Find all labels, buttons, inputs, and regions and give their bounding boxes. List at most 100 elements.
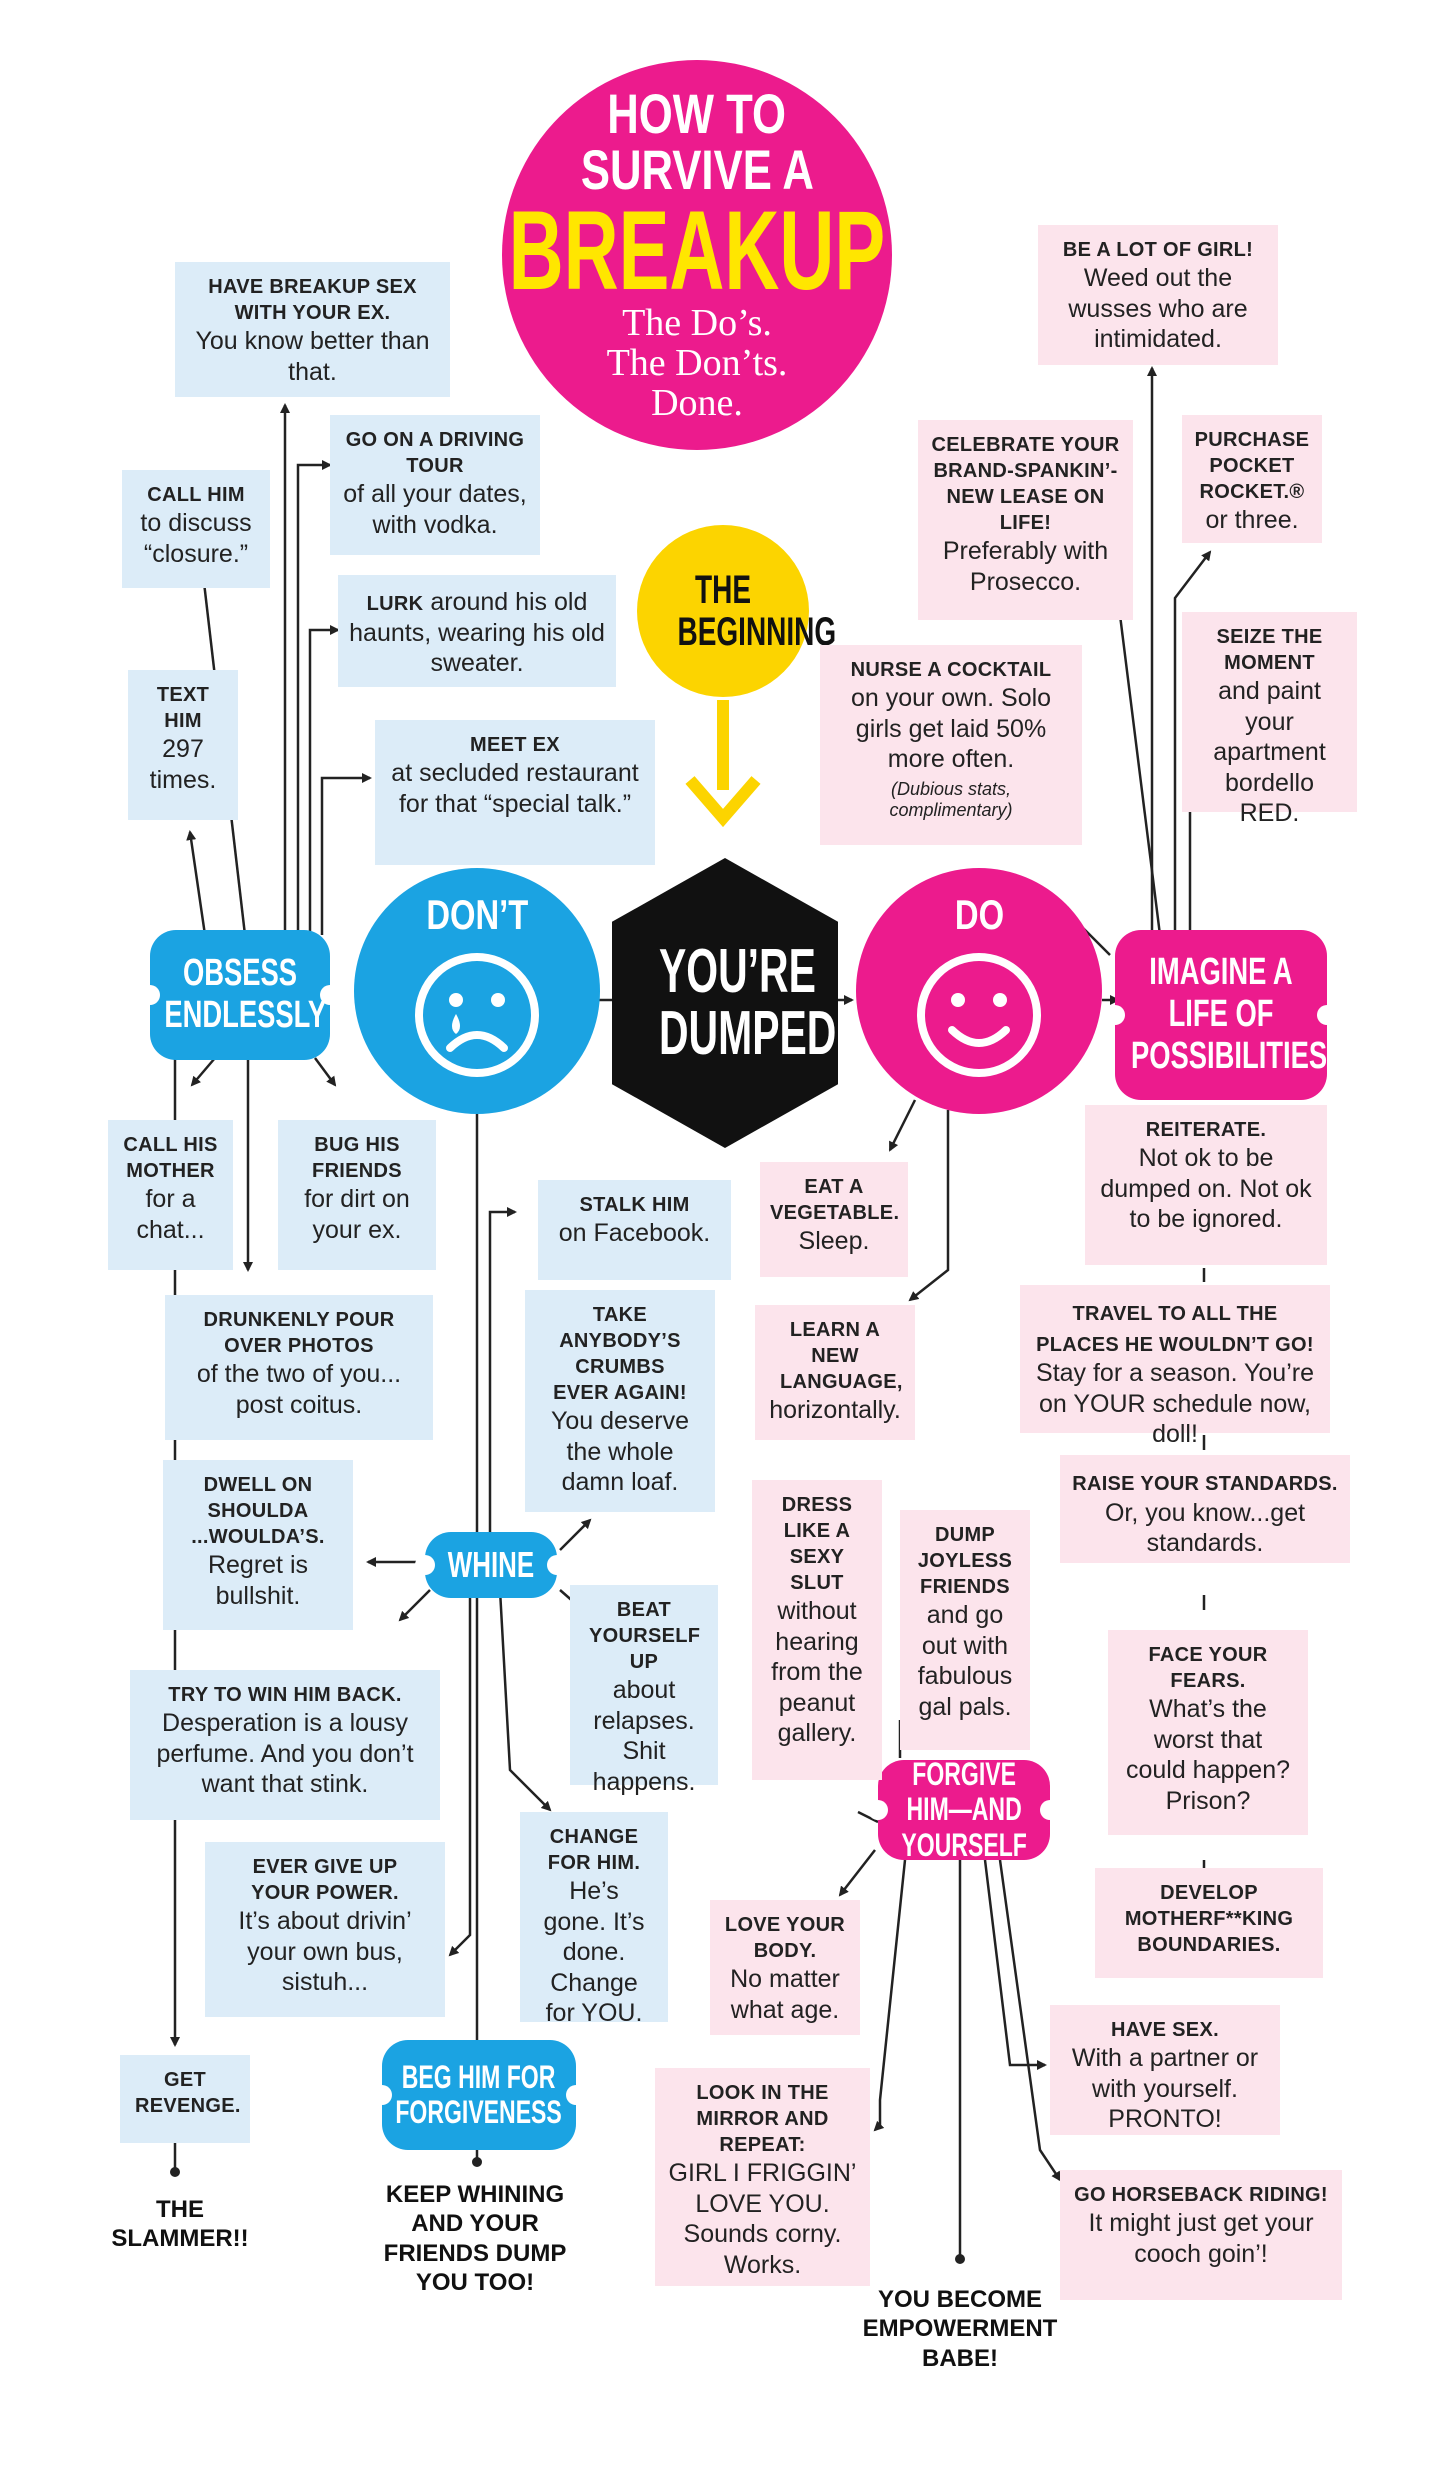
do-vegetable-text: Sleep. (798, 1227, 870, 1255)
do-standards-text: Raise your standards. Or, you know...get… (1070, 1467, 1340, 1559)
dont-win-back-text: Desperation is a lousy perfume. And you … (156, 1709, 414, 1798)
dont-lurk-body: around his old haunts, wearing his old s… (349, 588, 605, 677)
subtitle-dos: The Do’s. (622, 302, 772, 345)
dont-call-mother-text: for a chat... (136, 1185, 205, 1244)
dont-beat-text: about relapses. Shit happens. (592, 1676, 696, 1796)
dont-driving-tour-head: Go on a driving tour (345, 429, 525, 477)
dont-get-revenge: Get revenge. (120, 2055, 250, 2143)
beginning-label: The Beginning (677, 568, 837, 654)
dont-driving-tour: Go on a driving tour of all your dates, … (330, 415, 540, 555)
obsess-endlessly-hub: Obsess Endlessly (140, 930, 340, 1060)
do-seize-text: and paint your apartment bordello RED. (1213, 677, 1326, 827)
beg-label: Beg Him for Forgiveness (395, 2058, 563, 2130)
do-love-body-head: Love your body. (724, 1914, 846, 1962)
do-vegetable-head: Eat a vegetable. (770, 1176, 900, 1224)
youre-dumped-label: You’re Dumped (659, 937, 837, 1068)
do-travel-text: Travel to all the places he wouldn’t go!… (1030, 1297, 1320, 1450)
dont-stalk: Stalk him on Facebook. (538, 1180, 731, 1280)
dont-bug-friends: Bug his friends for dirt on your ex. (278, 1120, 436, 1270)
dont-circle: Don’t (354, 868, 600, 1114)
dont-beat-yourself: Beat yourself up about relapses. Shit ha… (570, 1585, 718, 1796)
dont-call-mother: Call his mother for a chat... (108, 1120, 233, 1270)
do-dump-text: and go out with fabulous gal pals. (917, 1601, 1013, 1721)
dont-stalk-head: Stalk him (579, 1194, 690, 1216)
ending-keep-whining: Keep whining and your friends dump you t… (383, 2181, 567, 2296)
do-reiterate: Reiterate. Not ok to be dumped on. Not o… (1085, 1105, 1327, 1265)
dont-text-him-head: Text him (156, 684, 210, 732)
youre-dumped-hexagon: You’re Dumped (612, 858, 838, 1148)
do-language-head: Learn a new language, (780, 1319, 903, 1393)
dont-meet-ex-head: Meet ex (470, 734, 560, 756)
do-celebrate-text: Preferably with Prosecco. (942, 537, 1109, 596)
do-nurse-note: (Dubious stats, complimentary) (889, 778, 1013, 821)
dont-drunkenly-text: of the two of you... post coitus. (196, 1360, 402, 1419)
dont-call-closure-text: to discuss “closure.” (140, 509, 252, 568)
beginning-circle: The Beginning (637, 525, 837, 697)
do-travel-body: Stay for a season. You’re on YOUR schedu… (1036, 1359, 1314, 1448)
dont-drunkenly-head: Drunkenly pour over photos (203, 1309, 395, 1357)
do-circle: Do (856, 868, 1102, 1114)
dont-meet-ex: Meet ex at secluded restaurant for that … (375, 720, 655, 865)
do-horseback-text: It might just get your cooch goin’! (1088, 2209, 1314, 2268)
title-circle: How to Survive a Breakup The Do’s. The D… (502, 60, 892, 450)
do-seize-moment: Seize the moment and paint your apartmen… (1182, 612, 1357, 827)
do-have-sex-head: Have sex. (1111, 2019, 1219, 2041)
do-rocket-head: Purchase Pocket Rocket.® (1194, 429, 1310, 503)
do-dress-like: Dress like a sexy slut without hearing f… (752, 1480, 882, 1780)
do-lot-of-girl-text: Weed out the wusses who are intimidated. (1068, 264, 1248, 353)
do-travel-head: Travel to all the places he wouldn’t go! (1036, 1303, 1314, 1356)
dont-lurk-head: Lurk (366, 593, 424, 615)
dont-power-text: It’s about drivin’ your own bus, sistuh.… (238, 1907, 412, 1996)
do-nurse-text: on your own. Solo girls get laid 50% mor… (850, 684, 1052, 773)
dont-meet-ex-text: at secluded restaurant for that “special… (391, 759, 639, 818)
dont-breakup-sex-text: You know better than that. (195, 327, 430, 386)
do-celebrate: Celebrate your brand-spankin’-new lease … (918, 420, 1133, 620)
do-fears-head: Face your fears. (1148, 1644, 1268, 1692)
dont-give-up-power: Ever give up your power. It’s about driv… (205, 1842, 445, 2017)
title-line2: Survive a (580, 137, 814, 201)
do-nurse-head: Nurse a cocktail (850, 659, 1052, 681)
dont-take-crumbs: Take anybody’s crumbs ever again! You de… (525, 1290, 715, 1512)
do-travel: Travel to all the places he wouldn’t go!… (1020, 1285, 1330, 1448)
dont-text-him-text: 297 times. (149, 735, 217, 794)
do-develop-boundaries: Develop motherf**king boundaries. (1095, 1868, 1323, 1978)
title-line3: Breakup (508, 187, 886, 313)
do-standards-head: Raise your standards. (1072, 1473, 1338, 1495)
dont-crumbs-text: You deserve the whole damn loaf. (550, 1407, 690, 1496)
do-love-body: Love your body. No matter what age. (710, 1900, 860, 2035)
obsess-label: Obsess Endlessly (164, 952, 327, 1036)
dont-win-back: Try to win him back. Desperation is a lo… (130, 1670, 440, 1820)
dont-breakup-sex-head: Have breakup sex with your ex. (208, 276, 417, 324)
do-mirror-head: Look in the mirror and repeat: (696, 2082, 829, 2156)
do-rocket-text: or three. (1205, 506, 1299, 534)
do-nurse-cocktail: Nurse a cocktail on your own. Solo girls… (820, 645, 1082, 845)
dont-win-back-head: Try to win him back. (168, 1684, 402, 1706)
forgive-label: Forgive Him—and Yourself (901, 1756, 1027, 1863)
do-lot-of-girl-head: Be a lot of girl! (1062, 239, 1254, 261)
dont-lurk: Lurk around his old haunts, wearing his … (338, 575, 616, 687)
do-label: Do (954, 891, 1004, 938)
do-horseback: Go horseback riding! It might just get y… (1060, 2170, 1342, 2300)
imagine-possibilities-hub: Imagine a Life of Possibilities (1105, 930, 1337, 1100)
beg-forgiveness-hub: Beg Him for Forgiveness (372, 2040, 586, 2150)
dont-beat-head: Beat yourself up (589, 1599, 701, 1673)
dont-lurk-text: Lurk around his old haunts, wearing his … (348, 587, 606, 679)
do-raise-standards: Raise your standards. Or, you know...get… (1060, 1455, 1350, 1563)
dont-revenge-head: Get revenge. (135, 2069, 241, 2117)
dont-change-for-him: Change for him. He’s gone. It’s done. Ch… (520, 1812, 668, 2027)
do-dress-head: Dress like a sexy slut (781, 1494, 853, 1594)
do-face-fears: Face your fears. What’s the worst that c… (1108, 1630, 1308, 1835)
dont-drunkenly-pour: Drunkenly pour over photos of the two of… (165, 1295, 433, 1440)
imagine-label: Imagine a Life of Possibilities (1131, 951, 1328, 1077)
dont-dwell-head: Dwell on shoulda ...woulda’s. (191, 1474, 325, 1548)
dont-call-mother-head: Call his mother (123, 1134, 218, 1182)
dont-dwell: Dwell on shoulda ...woulda’s. Regret is … (163, 1460, 353, 1630)
dont-crumbs-head: Take anybody’s crumbs ever again! (553, 1304, 687, 1404)
do-pocket-rocket: Purchase Pocket Rocket.® or three. (1182, 415, 1322, 543)
dont-driving-tour-text: of all your dates, with vodka. (343, 480, 527, 539)
do-celebrate-head: Celebrate your brand-spankin’-new lease … (931, 434, 1120, 534)
ending-slammer: The Slammer!! (111, 2196, 249, 2253)
do-seize-head: Seize the moment (1216, 626, 1323, 674)
do-mirror-text: GIRL I FRIGGIN’ LOVE YOU. Sounds corny. … (668, 2159, 857, 2279)
